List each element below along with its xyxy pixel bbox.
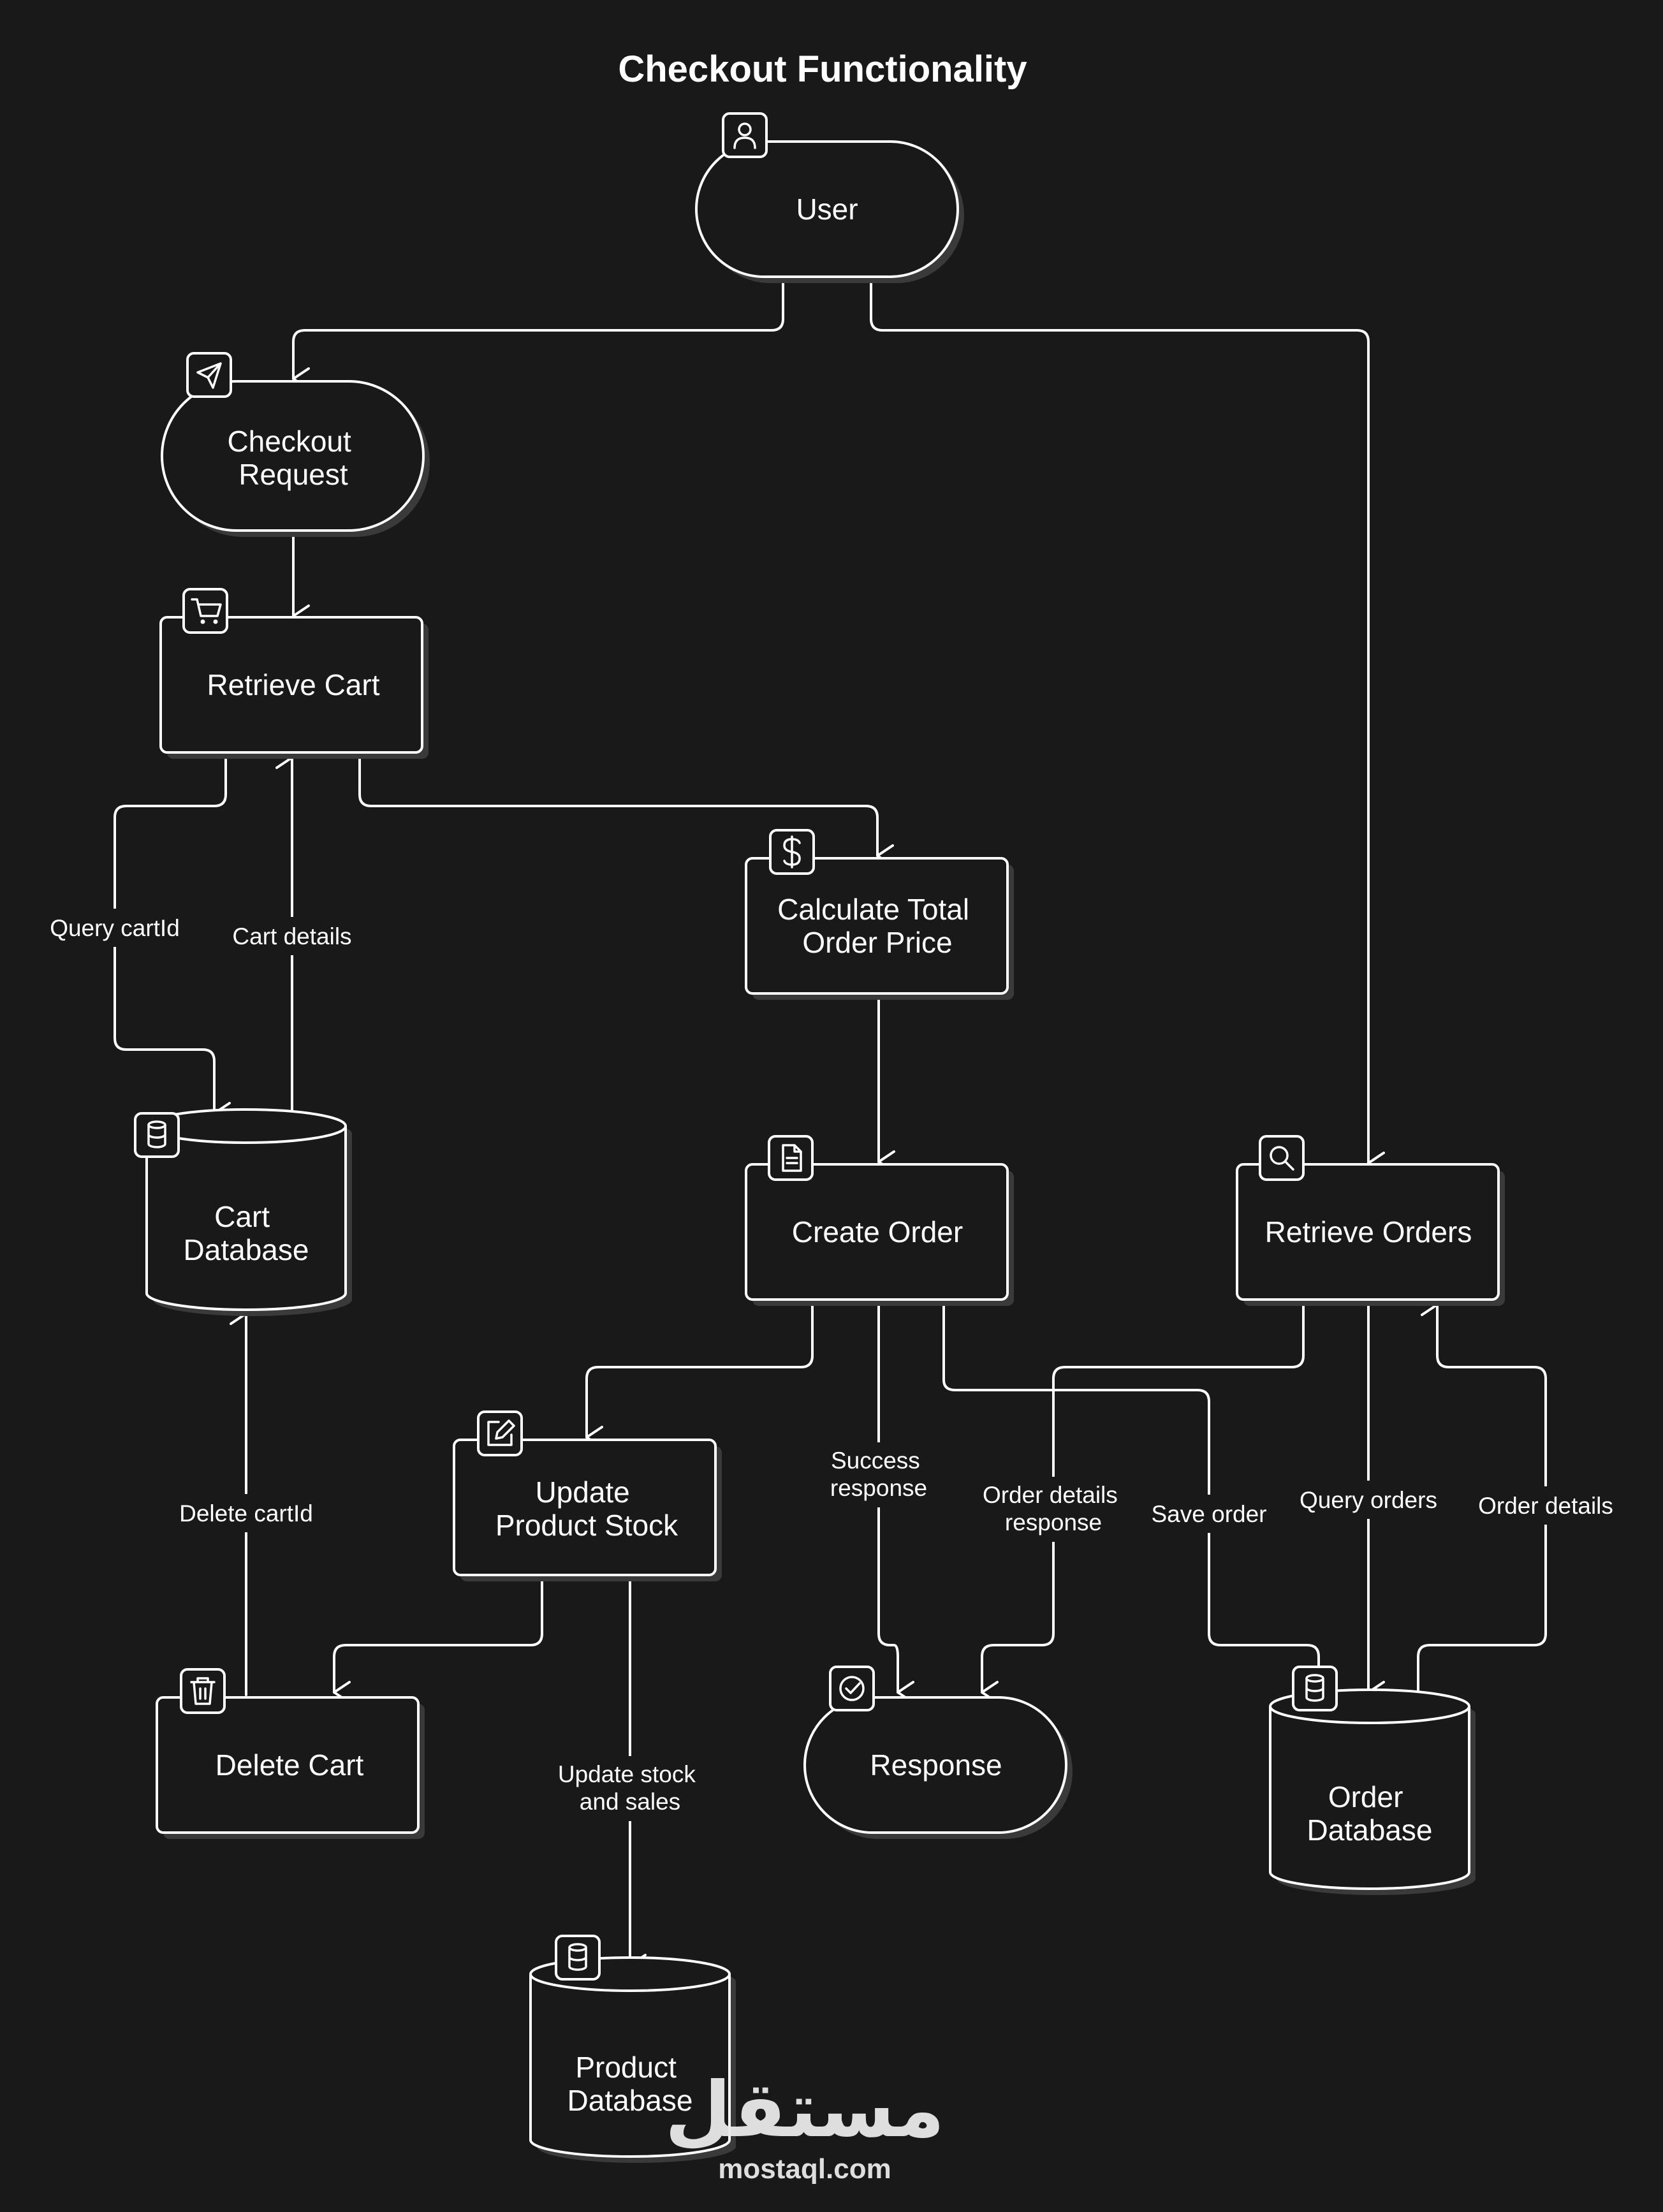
node-delete-cart[interactable]: Delete Cart [156, 1668, 425, 1839]
database-icon [134, 1112, 180, 1158]
edge-label-save-order: Save order [1152, 1501, 1267, 1527]
edge-create-to-update-stock [585, 1301, 814, 1449]
node-product-database-label: Product Database [568, 2051, 693, 2117]
node-label-line: Database [568, 2084, 693, 2117]
edge-success-response [877, 1301, 914, 1704]
node-label-line: Order Price [802, 926, 952, 959]
node-checkout-request-label: Checkout Request [227, 425, 359, 491]
edge-label-delete-cartid: Delete cartId [179, 1500, 313, 1527]
document-icon [768, 1135, 814, 1181]
node-user-label: User [796, 193, 858, 226]
node-label-line: User [796, 193, 858, 226]
watermark-latin: mostaql.com [718, 2153, 891, 2185]
node-response[interactable]: Response [803, 1666, 1073, 1839]
node-cart-database-label: Cart Database [184, 1200, 309, 1266]
node-cart-database[interactable]: Cart Database [134, 1108, 352, 1316]
node-calculate-total[interactable]: Calculate Total Order Price [745, 829, 1014, 1000]
node-label-line: Request [238, 458, 348, 491]
check-circle-icon [829, 1666, 875, 1711]
edge-label-order-details-response: Order details response [983, 1482, 1124, 1535]
node-product-database[interactable]: Product Database [529, 1935, 736, 2163]
edge-label-line: response [830, 1475, 927, 1501]
node-calculate-total-label: Calculate Total Order Price [777, 893, 978, 959]
edge-label-update-stock-sales: Update stock and sales [558, 1761, 702, 1815]
node-order-database[interactable]: Order Database [1269, 1666, 1476, 1895]
node-label-line: Checkout [227, 425, 351, 458]
watermark-logo: مستقل mostaql.com [665, 2067, 945, 2185]
edge-user-to-checkout [292, 281, 784, 390]
node-retrieve-orders-label: Retrieve Orders [1265, 1215, 1472, 1249]
node-label-line: Response [870, 1748, 1002, 1782]
node-create-order-label: Create Order [792, 1215, 963, 1249]
edge-labels: Query cartId Cart details Delete cartId … [38, 909, 1625, 1821]
trash-icon [180, 1668, 226, 1714]
node-create-order[interactable]: Create Order [745, 1135, 1014, 1306]
node-label-line: Database [1307, 1813, 1433, 1847]
node-label-line: Calculate Total [777, 893, 969, 926]
edge-label-line: and sales [580, 1789, 680, 1815]
node-label-line: Retrieve Cart [207, 668, 380, 701]
node-label-line: Database [184, 1233, 309, 1266]
node-checkout-request[interactable]: Checkout Request [161, 352, 430, 537]
edge-label-query-orders: Query orders [1300, 1487, 1437, 1513]
user-icon [722, 112, 768, 158]
node-label-line: Cart [214, 1200, 270, 1233]
edge-label-cart-details: Cart details [232, 923, 351, 949]
node-label-line: Order [1328, 1780, 1403, 1813]
edge-label-line: Update stock [558, 1761, 696, 1787]
node-label-line: Retrieve Orders [1265, 1215, 1472, 1249]
search-icon [1259, 1135, 1305, 1181]
edge-label-query-cartid: Query cartId [50, 915, 180, 941]
edge-update-to-delete-cart [333, 1575, 543, 1704]
node-update-stock-label: Update Product Stock [495, 1476, 678, 1542]
node-retrieve-orders[interactable]: Retrieve Orders [1236, 1135, 1505, 1306]
node-retrieve-cart-label: Retrieve Cart [207, 668, 380, 701]
send-icon [186, 352, 232, 398]
watermark-arabic: مستقل [665, 2067, 945, 2153]
edge-label-line: Order details [983, 1482, 1118, 1508]
edge-label-order-details: Order details [1478, 1493, 1613, 1519]
node-update-stock[interactable]: Update Product Stock [453, 1410, 722, 1581]
database-icon [555, 1935, 601, 1981]
node-label-line: Product [575, 2051, 677, 2084]
dollar-icon [769, 829, 815, 875]
edge-label-line: response [1005, 1509, 1102, 1535]
node-label-line: Product Stock [495, 1509, 678, 1542]
edge-user-to-retrieve-orders [870, 281, 1385, 1175]
edit-icon [477, 1410, 523, 1456]
diagram-title: Checkout Functionality [618, 48, 1027, 90]
node-label-line: Create Order [792, 1215, 963, 1249]
database-icon [1292, 1666, 1338, 1711]
node-user[interactable]: User [695, 112, 964, 283]
node-retrieve-cart[interactable]: Retrieve Cart [159, 588, 429, 759]
node-delete-cart-label: Delete Cart [216, 1748, 364, 1782]
shopping-cart-icon [182, 588, 228, 634]
edge-label-success-response: Success response [830, 1447, 927, 1501]
edge-label-line: Success [831, 1447, 920, 1474]
node-label-line: Update [535, 1476, 629, 1509]
node-label-line: Delete Cart [216, 1748, 364, 1782]
node-response-label: Response [870, 1748, 1002, 1782]
node-order-database-label: Order Database [1307, 1780, 1433, 1847]
edge-retrieve-cart-to-calculate [358, 754, 894, 867]
